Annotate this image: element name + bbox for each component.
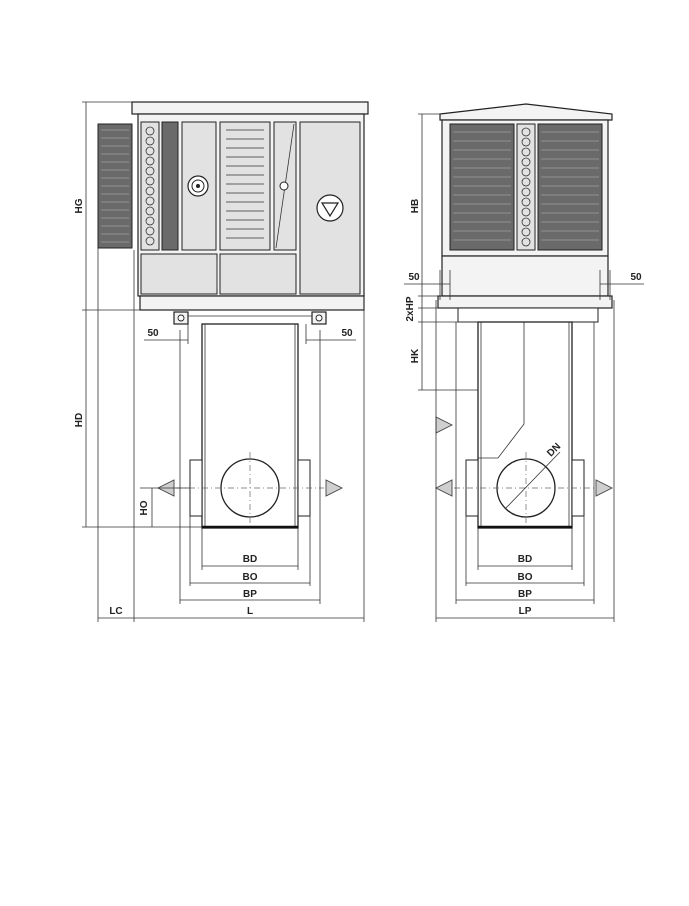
dim-50-right: 50 [341,328,353,339]
dim-50-side-left: 50 [408,272,420,283]
flow-arrow-icon [434,479,453,497]
dn-diameter-line [504,451,561,510]
front-base-frame [139,295,365,311]
flow-arrow-icon [325,479,344,497]
front-damper-panel [140,121,160,251]
dim-side-bp: BP [518,589,532,600]
front-view [97,101,369,529]
front-damper-circles [145,126,155,246]
front-roof [131,101,369,115]
dim-hd: HD [74,413,85,427]
plus-icon [279,181,289,191]
side-view [434,103,614,529]
dim-hg: HG [74,198,85,213]
side-base-rail [457,307,599,323]
side-grille-left [449,123,515,251]
side-lower-body [441,255,609,297]
side-damper-panel [516,123,536,251]
dim-side-bd: BD [518,554,532,565]
dim-ho: HO [139,500,150,515]
dim-lp: LP [519,606,532,617]
dim-bo: BO [243,572,258,583]
dim-lc: LC [109,606,122,617]
front-side-grille-slats [101,129,129,243]
dim-bd: BD [243,554,257,565]
flow-arrow-icon [595,479,614,497]
front-coil-fins [226,129,264,239]
dim-l: L [247,606,253,617]
side-grille-slats [453,131,599,241]
dim-bp: BP [243,589,257,600]
front-dimension-lines [82,101,365,622]
fan-icon [187,175,209,197]
dim-50-side-right: 50 [630,272,642,283]
side-damper-circles [521,127,531,247]
dim-side-bo: BO [518,572,533,583]
pump-triangle-icon [316,194,344,222]
flow-arrow-icon [435,416,454,434]
front-filter-panel [161,121,179,251]
side-grille-right [537,123,603,251]
side-dimension-lines [404,113,644,622]
front-lower-right [219,253,297,295]
front-coil-panel [219,121,271,251]
dim-hb: HB [410,199,421,213]
side-duct-transition [478,322,525,459]
dim-hk: HK [410,348,421,363]
dim-2xhp: 2xHP [405,296,416,321]
front-lower-left [140,253,218,295]
dim-50-left: 50 [147,328,159,339]
side-roof [439,103,613,121]
side-base-frame [437,295,613,309]
